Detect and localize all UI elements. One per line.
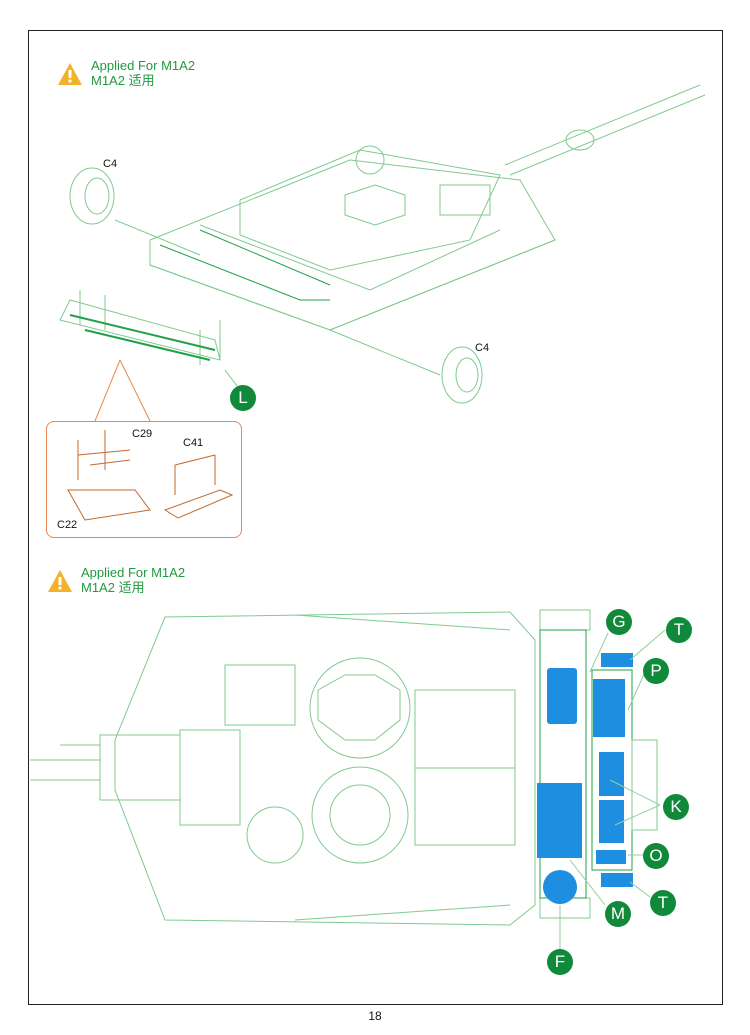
page-number: 18 bbox=[368, 1009, 382, 1023]
callout-m: M bbox=[605, 901, 631, 927]
page-border bbox=[28, 30, 723, 1005]
part-label-c4: C4 bbox=[103, 158, 118, 170]
note-line-2: M1A2 适用 bbox=[91, 73, 155, 88]
part-label-c22: C22 bbox=[57, 519, 78, 531]
callout-p: P bbox=[643, 658, 669, 684]
callout-k: K bbox=[663, 794, 689, 820]
detail-inset-box bbox=[46, 421, 242, 538]
note-line-1: Applied For M1A2 bbox=[91, 58, 196, 73]
warning-icon bbox=[48, 570, 72, 592]
part-label-c41: C41 bbox=[183, 437, 204, 449]
note-line-2: M1A2 适用 bbox=[81, 580, 145, 595]
warning-icon bbox=[58, 63, 82, 85]
callout-t-bottom: T bbox=[650, 890, 676, 916]
callout-g: G bbox=[606, 609, 632, 635]
part-label-c29: C29 bbox=[132, 428, 153, 440]
note-line-1: Applied For M1A2 bbox=[81, 565, 186, 580]
callout-l: L bbox=[230, 385, 256, 411]
callout-f: F bbox=[547, 949, 573, 975]
callout-t-top: T bbox=[666, 617, 692, 643]
part-label-c4: C4 bbox=[475, 342, 490, 354]
callout-o: O bbox=[643, 843, 669, 869]
